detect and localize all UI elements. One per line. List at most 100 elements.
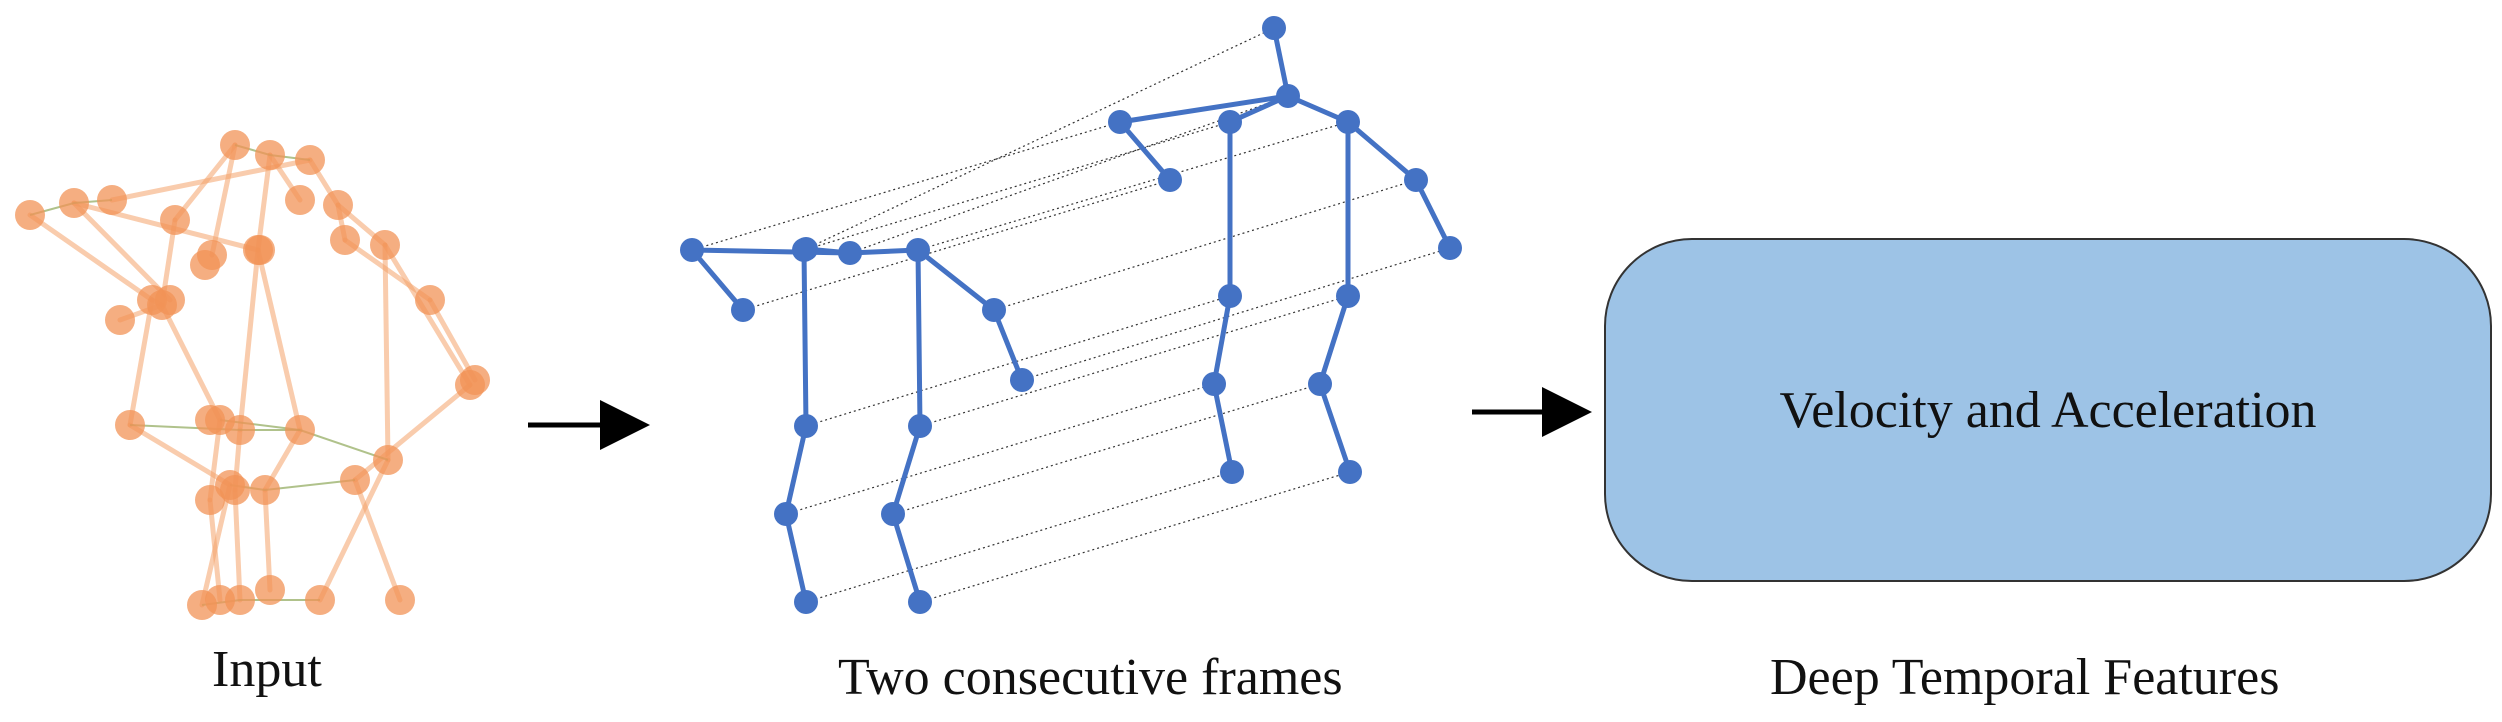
joint-frame-2 — [1308, 372, 1332, 396]
joint-frame-1 — [982, 298, 1006, 322]
joint-correspondence-line — [805, 295, 1231, 427]
input-joint — [415, 285, 445, 315]
joint-frame-2 — [1218, 284, 1242, 308]
velocity-acceleration-label: Velocity and Acceleration — [1779, 381, 2317, 439]
input-bone — [71, 200, 173, 303]
input-joint — [160, 205, 190, 235]
input-bone — [127, 297, 155, 428]
joint-correspondence-line — [803, 121, 1231, 251]
joint-frame-2 — [1336, 110, 1360, 134]
joint-frame-1 — [794, 590, 818, 614]
input-joint — [255, 140, 285, 170]
input-joint — [155, 285, 185, 315]
input-bone — [382, 242, 473, 388]
bone-frame-2 — [1317, 293, 1351, 387]
joint-frame-1 — [1010, 368, 1034, 392]
input-joint — [370, 230, 400, 260]
input-joint — [373, 445, 403, 475]
joint-frame-1 — [792, 238, 816, 262]
joint-frame-2 — [1276, 84, 1300, 108]
joint-frame-1 — [731, 298, 755, 322]
joint-frame-1 — [794, 414, 818, 438]
input-bone — [237, 247, 261, 433]
joint-frame-2 — [1338, 460, 1362, 484]
input-joint — [59, 188, 89, 218]
bone-frame-2 — [1117, 119, 1173, 183]
input-joint — [245, 235, 275, 265]
input-joint — [285, 415, 315, 445]
joint-frame-1 — [908, 414, 932, 438]
joint-correspondence-line — [993, 179, 1417, 311]
bone-frame-2 — [1211, 381, 1235, 475]
bone-frame-2 — [1413, 177, 1453, 251]
input-joint — [285, 185, 315, 215]
input-bone — [427, 297, 478, 383]
input-joint — [295, 145, 325, 175]
input-joint — [195, 485, 225, 515]
bone-frame-1 — [915, 247, 923, 429]
bone-frame-1 — [890, 423, 923, 517]
joint-frame-2 — [1108, 110, 1132, 134]
input-bone — [255, 247, 303, 433]
input-bone — [352, 477, 403, 603]
bone-frame-1 — [783, 511, 809, 605]
bone-frame-1 — [689, 247, 746, 313]
joint-correspondence-line — [805, 27, 1275, 250]
bone-frame-1 — [890, 511, 923, 605]
input-bone — [382, 242, 391, 463]
input-joint — [323, 190, 353, 220]
input-joint — [250, 475, 280, 505]
input-joint — [220, 475, 250, 505]
caption-two-consecutive-frames: Two consecutive frames — [838, 649, 1343, 706]
input-bone — [232, 487, 243, 603]
joint-frame-1 — [908, 590, 932, 614]
joint-frame-1 — [838, 241, 862, 265]
input-joint — [115, 410, 145, 440]
input-bone — [262, 487, 273, 593]
input-joint — [340, 465, 370, 495]
velocity-acceleration-box: Velocity and Acceleration — [1604, 238, 2492, 582]
joint-frame-2 — [1218, 110, 1242, 134]
input-bone — [317, 457, 391, 603]
input-joint — [15, 200, 45, 230]
joint-frame-2 — [1202, 372, 1226, 396]
joint-frame-1 — [680, 238, 704, 262]
caption-input: Input — [212, 641, 322, 698]
joint-frame-1 — [774, 502, 798, 526]
input-joint — [305, 585, 335, 615]
joint-correspondence-line — [917, 121, 1349, 251]
joint-frame-2 — [1404, 168, 1428, 192]
input-joint — [195, 405, 225, 435]
input-joint — [255, 575, 285, 605]
joint-frame-2 — [1262, 16, 1286, 40]
joint-correspondence-line — [1021, 247, 1451, 381]
joint-correspondence-line — [691, 121, 1121, 251]
frame-correspondence-lines — [691, 27, 1451, 603]
joint-frame-1 — [881, 502, 905, 526]
joint-correspondence-line — [805, 471, 1233, 603]
joint-frame-2 — [1438, 236, 1462, 260]
input-joint — [455, 370, 485, 400]
joint-correspondence-line — [785, 383, 1215, 515]
input-bone — [352, 382, 473, 483]
bone-frame-2 — [1345, 119, 1419, 183]
joint-frame-2 — [1336, 284, 1360, 308]
two-frame-skeletons — [680, 16, 1462, 614]
input-joint — [105, 305, 135, 335]
bone-frame-1 — [783, 423, 809, 517]
bone-frame-1 — [991, 307, 1025, 383]
input-joint — [385, 585, 415, 615]
bone-frame-2 — [1117, 93, 1291, 125]
joint-frame-2 — [1158, 168, 1182, 192]
joint-correspondence-line — [892, 383, 1321, 515]
bone-frame-2 — [1317, 381, 1353, 475]
input-joint — [220, 130, 250, 160]
input-bone — [27, 212, 155, 303]
input-bone — [207, 497, 223, 603]
input-skeleton-sequence — [15, 130, 490, 620]
caption-deep-temporal-features: Deep Temporal Features — [1770, 649, 2280, 706]
bone-frame-1 — [915, 247, 997, 313]
joint-frame-2 — [1220, 460, 1244, 484]
bone-frame-2 — [1211, 293, 1233, 387]
